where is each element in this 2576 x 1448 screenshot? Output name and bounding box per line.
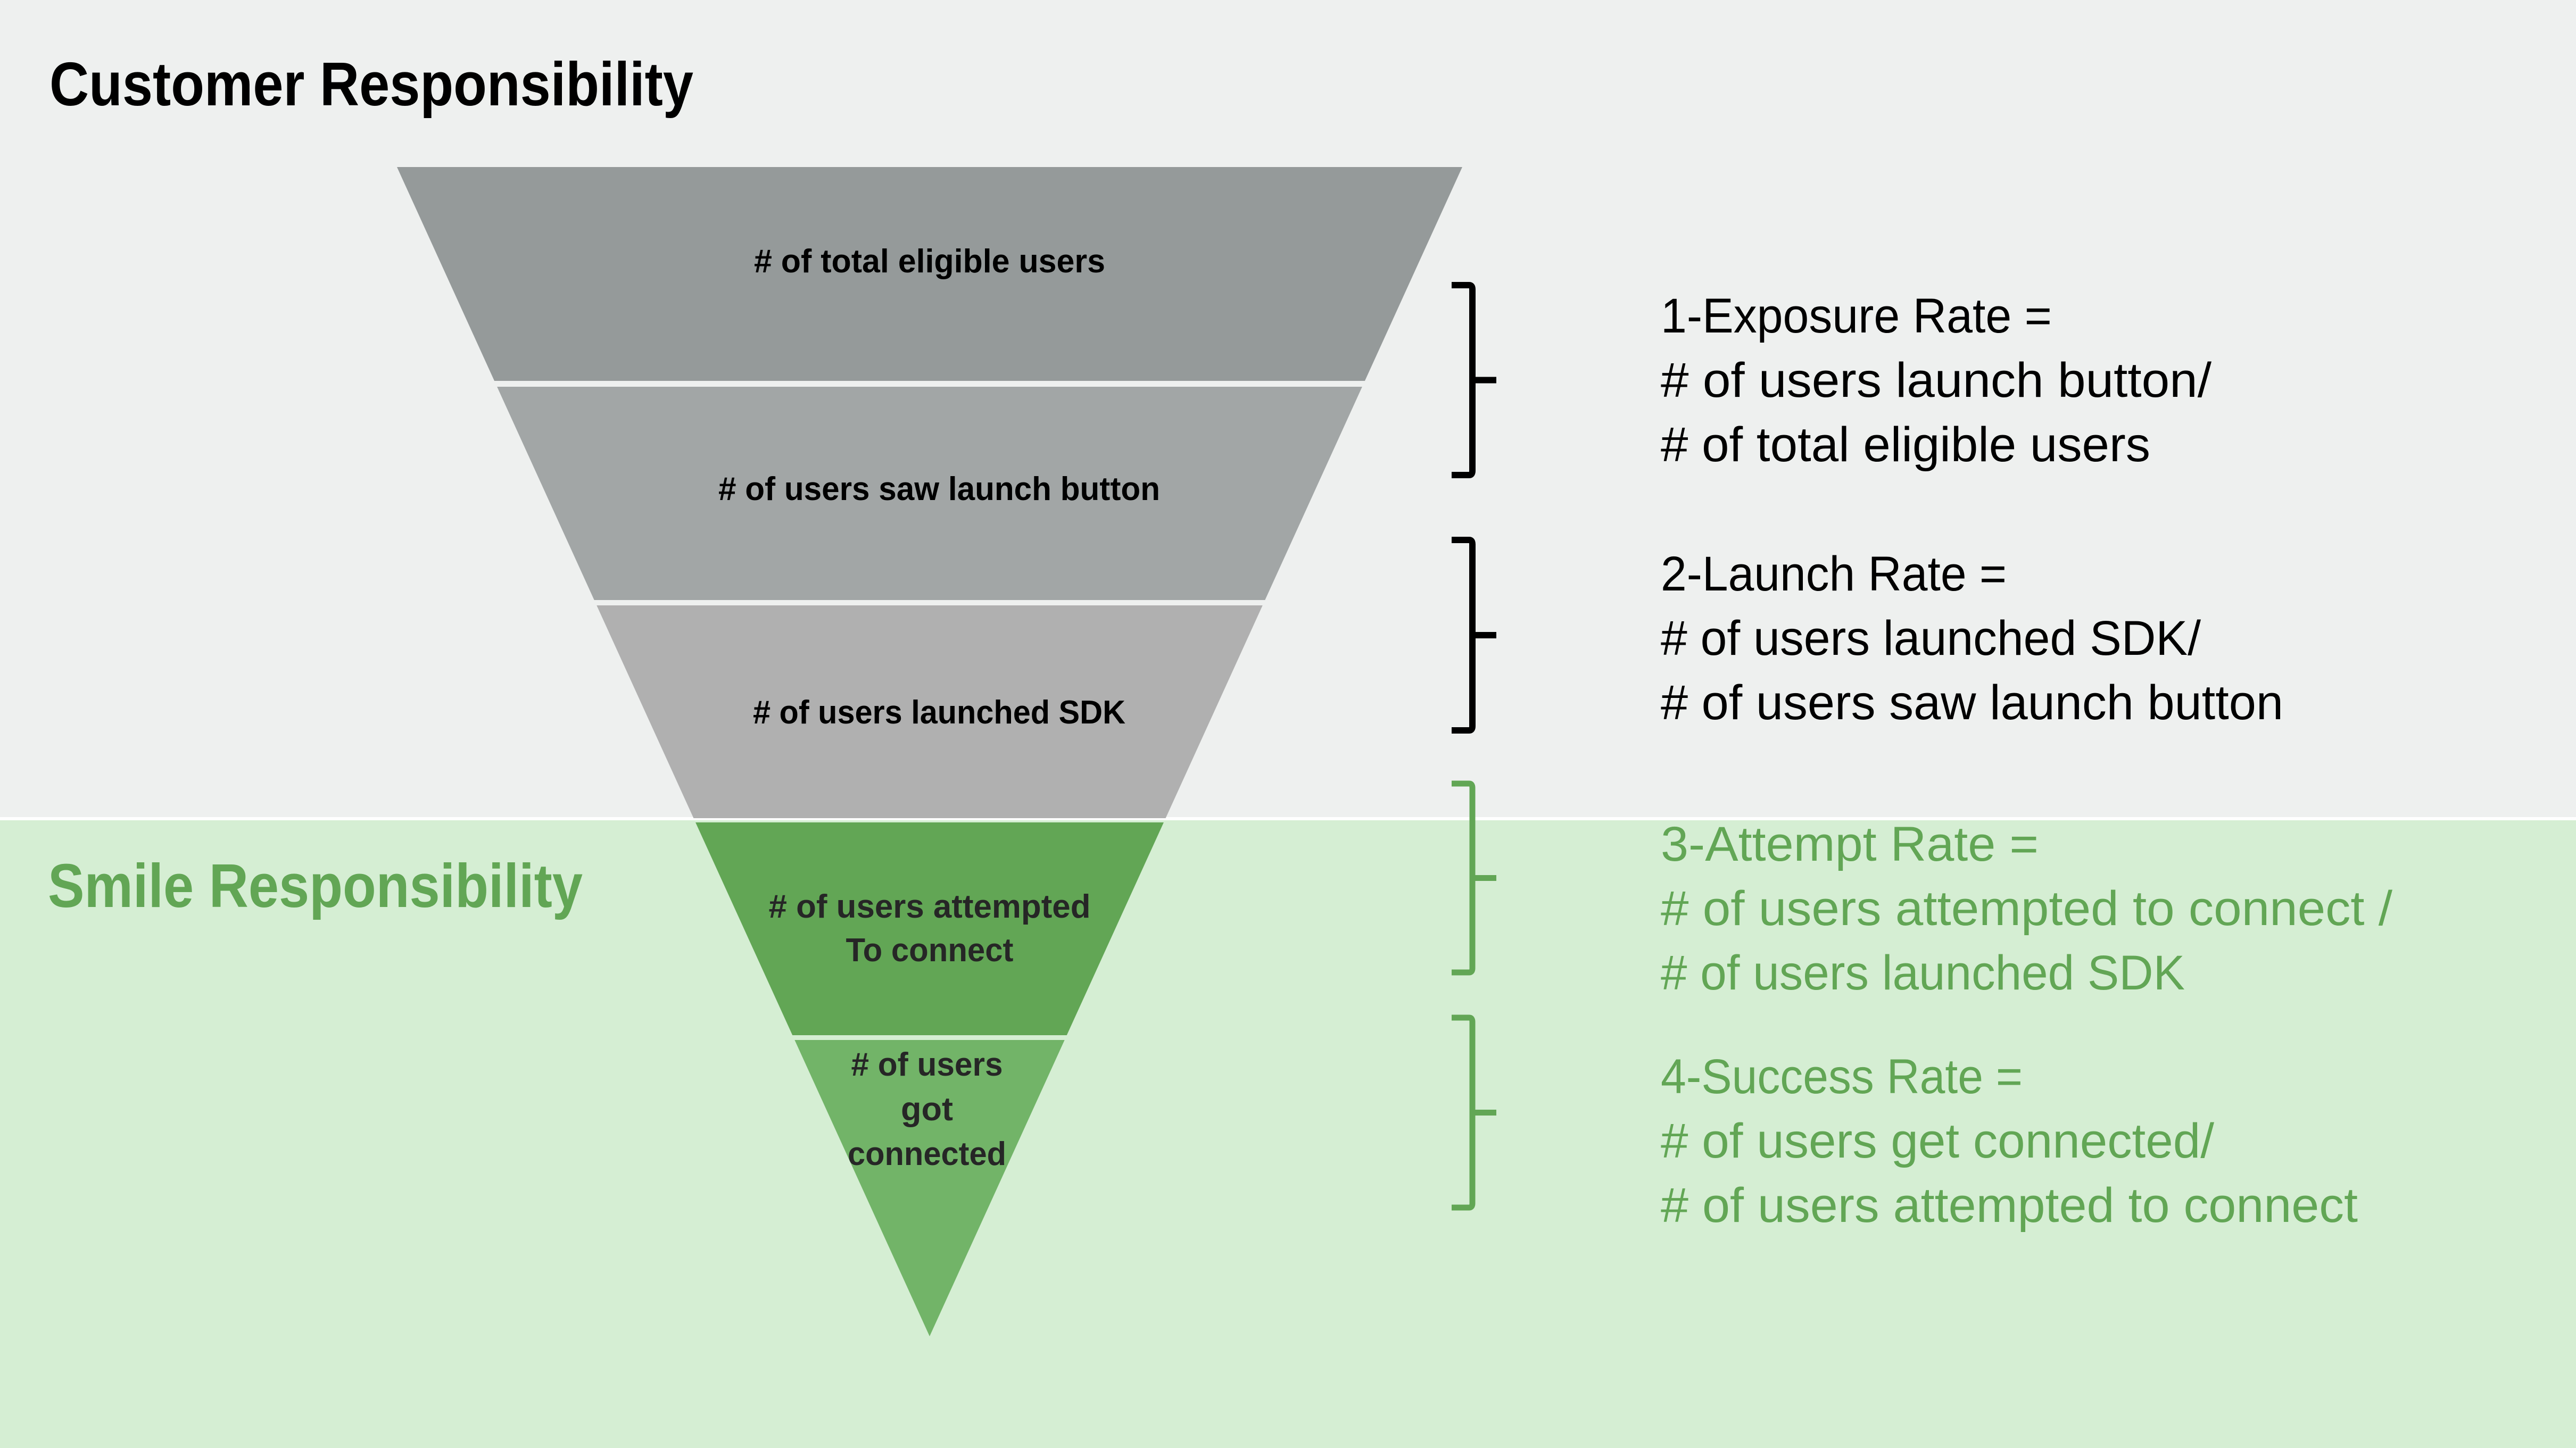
- rate-brackets: [1452, 282, 1496, 1211]
- rate-2-formula-line: # of users launched SDK/: [1661, 611, 2201, 665]
- rate-4-formula-line: # of users attempted to connect: [1661, 1178, 2358, 1233]
- customer-responsibility-title: Customer Responsibility: [49, 49, 693, 119]
- funnel-stage-4: [695, 822, 1164, 1035]
- rate-2-formula-line: # of users saw launch button: [1661, 676, 2283, 730]
- funnel-stage-3-label: # of users launched SDK: [753, 694, 1125, 731]
- funnel-stage-4-label: # of users attempted: [769, 888, 1091, 925]
- funnel-stage-3: [597, 605, 1263, 818]
- bracket-3-icon: [1452, 780, 1496, 976]
- funnel-stage-4-label: To connect: [846, 932, 1014, 969]
- rate-1-title: 1-Exposure Rate =: [1661, 289, 2052, 343]
- rate-4-title: 4-Success Rate =: [1661, 1050, 2023, 1104]
- funnel-stage-5: [794, 1040, 1065, 1336]
- bracket-2-icon: [1452, 537, 1496, 734]
- rate-2-title: 2-Launch Rate =: [1661, 547, 2007, 601]
- rate-formulas: 1-Exposure Rate = # of users launch butto…: [1661, 289, 2392, 1233]
- rate-3-title: 3-Attempt Rate =: [1661, 817, 2039, 871]
- funnel: [397, 167, 1462, 1336]
- funnel-stage-2-label: # of users saw launch button: [718, 471, 1160, 507]
- smile-responsibility-title: Smile Responsibility: [48, 851, 583, 920]
- bracket-1-icon: [1452, 282, 1496, 478]
- funnel-stage-1: [397, 167, 1462, 381]
- smile-section-background: [0, 818, 2576, 1448]
- funnel-labels: # of total eligible users # of users saw …: [718, 243, 1160, 1172]
- funnel-stage-5-label: # of users: [851, 1046, 1003, 1083]
- rate-4-formula-line: # of users get connected/: [1661, 1114, 2214, 1168]
- rate-3-formula-line: # of users attempted to connect /: [1661, 881, 2392, 936]
- funnel-stage-5-label: got: [901, 1091, 953, 1128]
- rate-3-formula-line: # of users launched SDK: [1661, 946, 2185, 1000]
- funnel-stage-1-label: # of total eligible users: [754, 243, 1105, 280]
- rate-1-formula-line: # of users launch button/: [1661, 353, 2211, 407]
- funnel-stage-5-label: connected: [848, 1136, 1006, 1172]
- rate-1-formula-line: # of total eligible users: [1661, 418, 2150, 472]
- section-divider: [0, 817, 2576, 820]
- bracket-4-icon: [1452, 1014, 1496, 1211]
- funnel-stage-2: [497, 387, 1362, 600]
